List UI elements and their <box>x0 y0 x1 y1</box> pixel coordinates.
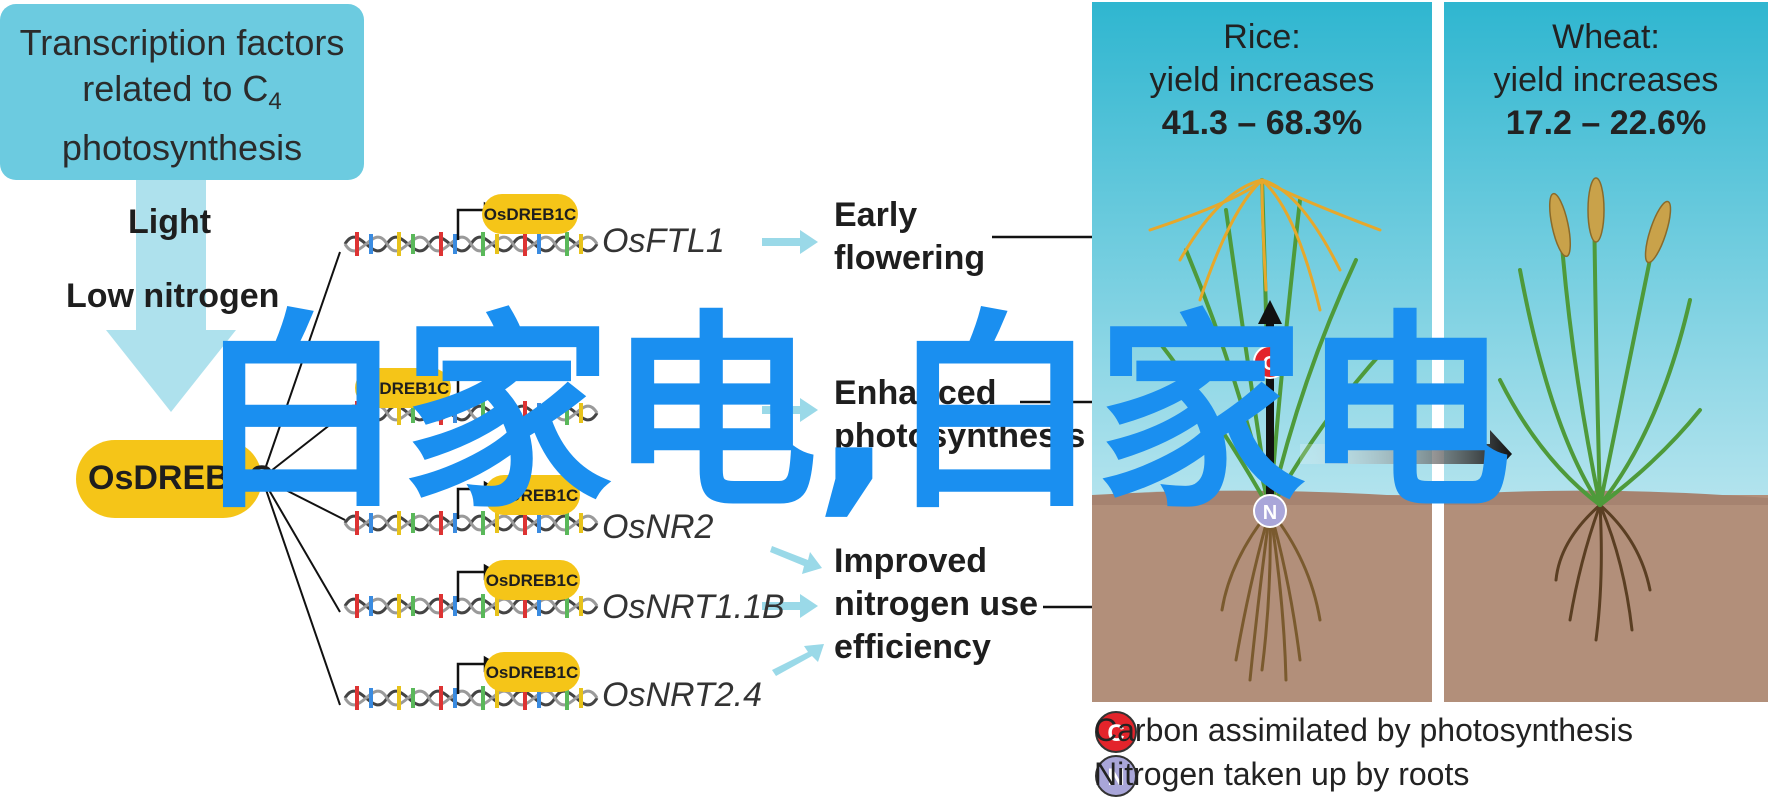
outcome-early-line2: flowering <box>834 239 986 277</box>
outcome-arrows <box>762 230 824 676</box>
rice-subtitle: yield increases <box>1149 61 1375 99</box>
header-subscript: 4 <box>268 88 282 116</box>
outcome-nue-line3: efficiency <box>834 628 991 666</box>
outcome-nue-line2: nitrogen use <box>834 585 1039 623</box>
legend-nitrogen-icon: N <box>1095 755 1137 797</box>
header-line-2: related to C4 <box>82 68 282 116</box>
gene-label-osnrt11b: OsNRT1.1B <box>602 588 785 626</box>
wheat-title: Wheat: <box>1552 18 1660 56</box>
svg-text:C: C <box>1107 720 1124 747</box>
transfer-arrow <box>1300 430 1512 478</box>
binder-label-4: OsDREB1C <box>486 571 579 590</box>
wheat-panel <box>1444 2 1768 702</box>
outcome-early-line1: Early <box>834 196 918 234</box>
binder-pill-5 <box>484 652 580 692</box>
rice-yield-range: 41.3 – 68.3% <box>1161 104 1363 142</box>
binder-pills <box>355 194 580 692</box>
branch-lines <box>261 251 346 706</box>
binder-pill-3 <box>484 475 580 515</box>
binder-label-2: OsDREB1C <box>357 379 450 398</box>
outcome-photo-line1: Enhanced <box>834 374 997 412</box>
nitrogen-marker-rice: N <box>1253 494 1287 528</box>
binder-pill-1 <box>482 194 578 234</box>
gene-label-osftl1: OsFTL1 <box>602 222 725 260</box>
binder-label-1: OsDREB1C <box>484 205 577 224</box>
svg-text:N: N <box>1107 764 1124 791</box>
main-tf-label: OsDREB1C <box>88 459 274 497</box>
header-line-1: Transcription factors <box>19 22 345 63</box>
wheat-header: Wheat: yield increases 17.2 – 22.6% <box>1444 16 1768 145</box>
wheat-yield-range: 17.2 – 22.6% <box>1505 104 1707 142</box>
main-tf-pill <box>76 440 262 518</box>
rice-title: Rice: <box>1223 18 1301 56</box>
gene-label-osnrt24: OsNRT2.4 <box>602 676 762 714</box>
outcome-photo-line2: photosynthesis <box>834 417 1086 455</box>
outcome-enhanced-photosynthesis: Enhanced photosynthesis <box>834 372 1085 458</box>
binder-label-3: OsDREB1C <box>486 486 579 505</box>
outcome-early-flowering: Early flowering <box>834 194 985 280</box>
rice-header: Rice: yield increases 41.3 – 68.3% <box>1092 16 1432 145</box>
legend-carbon-icon: C <box>1095 711 1137 753</box>
binder-pill-2 <box>355 368 451 408</box>
legend-carbon-text: Carbon assimilated by photosynthesis <box>1094 712 1633 748</box>
header-box: Transcription factors related to C4 phot… <box>0 4 364 180</box>
outcome-nue-line1: Improved <box>834 542 988 580</box>
watermark-overlay: 白家电,白家电 <box>196 292 1512 537</box>
gene-label-osnr2: OsNR2 <box>602 508 714 546</box>
binder-label-5: OsDREB1C <box>486 663 579 682</box>
binder-labels: OsDREB1C OsDREB1C OsDREB1C OsDREB1C OsDR… <box>357 205 579 682</box>
carbon-marker-rice: C <box>1253 345 1287 379</box>
wheat-plant <box>1498 177 1702 642</box>
svg-text:C: C <box>1263 353 1277 375</box>
legend-nitrogen-text: Nitrogen taken up by roots <box>1094 756 1470 792</box>
condition-low-nitrogen: Low nitrogen <box>66 277 280 315</box>
header-line-3: photosynthesis <box>61 127 303 169</box>
binder-pill-4 <box>484 560 580 600</box>
svg-text:N: N <box>1263 502 1277 524</box>
dna-strand-1 <box>343 230 599 258</box>
outcome-nitrogen-use: Improved nitrogen use efficiency <box>834 540 1038 669</box>
condition-light: Light <box>128 203 212 241</box>
carbon-up-arrow <box>1258 300 1282 500</box>
wheat-subtitle: yield increases <box>1493 61 1719 99</box>
down-arrow <box>106 180 236 412</box>
